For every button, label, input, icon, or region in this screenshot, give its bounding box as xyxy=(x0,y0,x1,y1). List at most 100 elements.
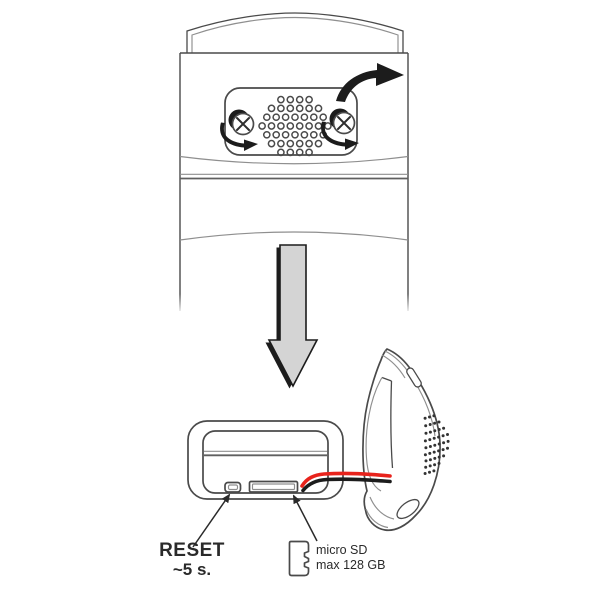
grille-dot xyxy=(437,442,441,446)
grille-dot xyxy=(432,450,436,454)
shell-speaker-grille xyxy=(423,414,450,475)
grille-dot xyxy=(442,426,446,430)
grille-dot xyxy=(437,420,441,424)
grille-dot xyxy=(428,464,432,468)
grille-dot xyxy=(423,472,427,475)
grille-dot xyxy=(309,113,318,122)
base-unit xyxy=(187,420,344,500)
grille-dot xyxy=(314,139,323,148)
open-cover-arrow-icon xyxy=(336,63,404,102)
micro-sd-card-icon xyxy=(288,540,310,577)
screw-right-icon xyxy=(329,108,356,135)
grille-dot xyxy=(281,130,290,139)
unscrew-arrow-right-icon xyxy=(321,121,359,150)
grille-dot xyxy=(424,424,428,428)
grille-dot xyxy=(305,148,313,157)
grille-dot xyxy=(433,429,437,433)
grille-dot xyxy=(442,454,446,458)
grille-dot xyxy=(281,113,290,122)
grille-dot xyxy=(424,446,428,450)
grille-dot xyxy=(300,130,309,139)
sd-card-slot xyxy=(248,480,299,493)
grille-dot xyxy=(305,104,313,113)
cover-shell xyxy=(362,348,450,532)
grille-dot xyxy=(286,122,295,130)
grille-dot xyxy=(428,423,432,426)
grille-dot xyxy=(277,148,285,157)
grille-dot xyxy=(428,438,432,442)
grille-dot xyxy=(314,104,323,113)
reset-duration-label: ~5 s. xyxy=(172,560,212,579)
grille-dot xyxy=(432,436,436,440)
grille-dot xyxy=(277,95,285,104)
grille-dot xyxy=(441,434,445,438)
grille-dot xyxy=(277,122,285,130)
grille-dot xyxy=(428,470,431,474)
grille-dot xyxy=(262,113,271,122)
chime-unit-rear xyxy=(174,12,414,314)
grille-dot xyxy=(423,439,427,443)
grille-dot xyxy=(428,451,432,455)
grille-dot xyxy=(305,95,313,104)
grille-dot xyxy=(267,104,276,113)
grille-dot xyxy=(309,130,318,139)
down-arrow-icon xyxy=(265,244,319,389)
shell-outline xyxy=(362,348,441,532)
sd-callout-arrow xyxy=(292,494,318,542)
grille-dot xyxy=(424,431,428,435)
grille-dot xyxy=(267,122,276,130)
grille-dot xyxy=(428,458,432,462)
grille-dot xyxy=(433,456,437,460)
unscrew-arrow-left-icon xyxy=(220,122,258,151)
grille-dot xyxy=(286,139,295,148)
grille-dot xyxy=(295,95,304,104)
grille-dot xyxy=(319,113,328,122)
grille-dot xyxy=(291,113,299,122)
grille-dot xyxy=(267,139,276,148)
grille-dot xyxy=(305,122,313,130)
grille-dot xyxy=(442,441,446,445)
screw-left-icon xyxy=(228,109,255,136)
grille-dot xyxy=(437,455,441,459)
grille-dot xyxy=(423,453,427,457)
grille-dot xyxy=(286,104,295,113)
grille-dot xyxy=(437,435,441,439)
grille-dot xyxy=(424,465,428,469)
grille-dot xyxy=(432,469,436,473)
grille-dot xyxy=(291,130,299,139)
reset-button xyxy=(224,481,242,493)
grille-dot xyxy=(428,445,432,448)
power-wires xyxy=(300,471,392,493)
sd-type-label: micro SD xyxy=(316,543,368,557)
sd-capacity-label: max 128 GB xyxy=(316,558,386,572)
grille-dot xyxy=(277,139,285,148)
grille-dot xyxy=(446,439,450,443)
grille-dot xyxy=(258,122,266,130)
grille-dot xyxy=(432,414,436,418)
grille-dot xyxy=(300,113,309,122)
grille-dot xyxy=(305,139,313,148)
grille-dot xyxy=(446,446,449,450)
grille-dot xyxy=(433,463,437,467)
grille-dot xyxy=(433,443,437,447)
grille-dot xyxy=(295,148,304,157)
grille-dot xyxy=(428,430,432,434)
grille-dot xyxy=(423,416,427,420)
body-contour-lower xyxy=(179,231,409,241)
grille-dot xyxy=(286,148,295,157)
reset-label: RESET xyxy=(159,540,225,561)
grille-dot xyxy=(295,122,304,130)
body-contour-upper xyxy=(179,155,409,165)
grille-dot xyxy=(433,421,437,425)
grille-dot xyxy=(286,95,295,104)
grille-dot xyxy=(262,130,271,139)
top-cap xyxy=(186,12,404,53)
grille-dot xyxy=(277,104,285,113)
black-wire xyxy=(301,477,392,493)
grille-dot xyxy=(437,449,441,453)
grille-dot xyxy=(428,415,431,419)
shell-oval-hole xyxy=(396,498,420,520)
grille-dot xyxy=(437,461,441,465)
